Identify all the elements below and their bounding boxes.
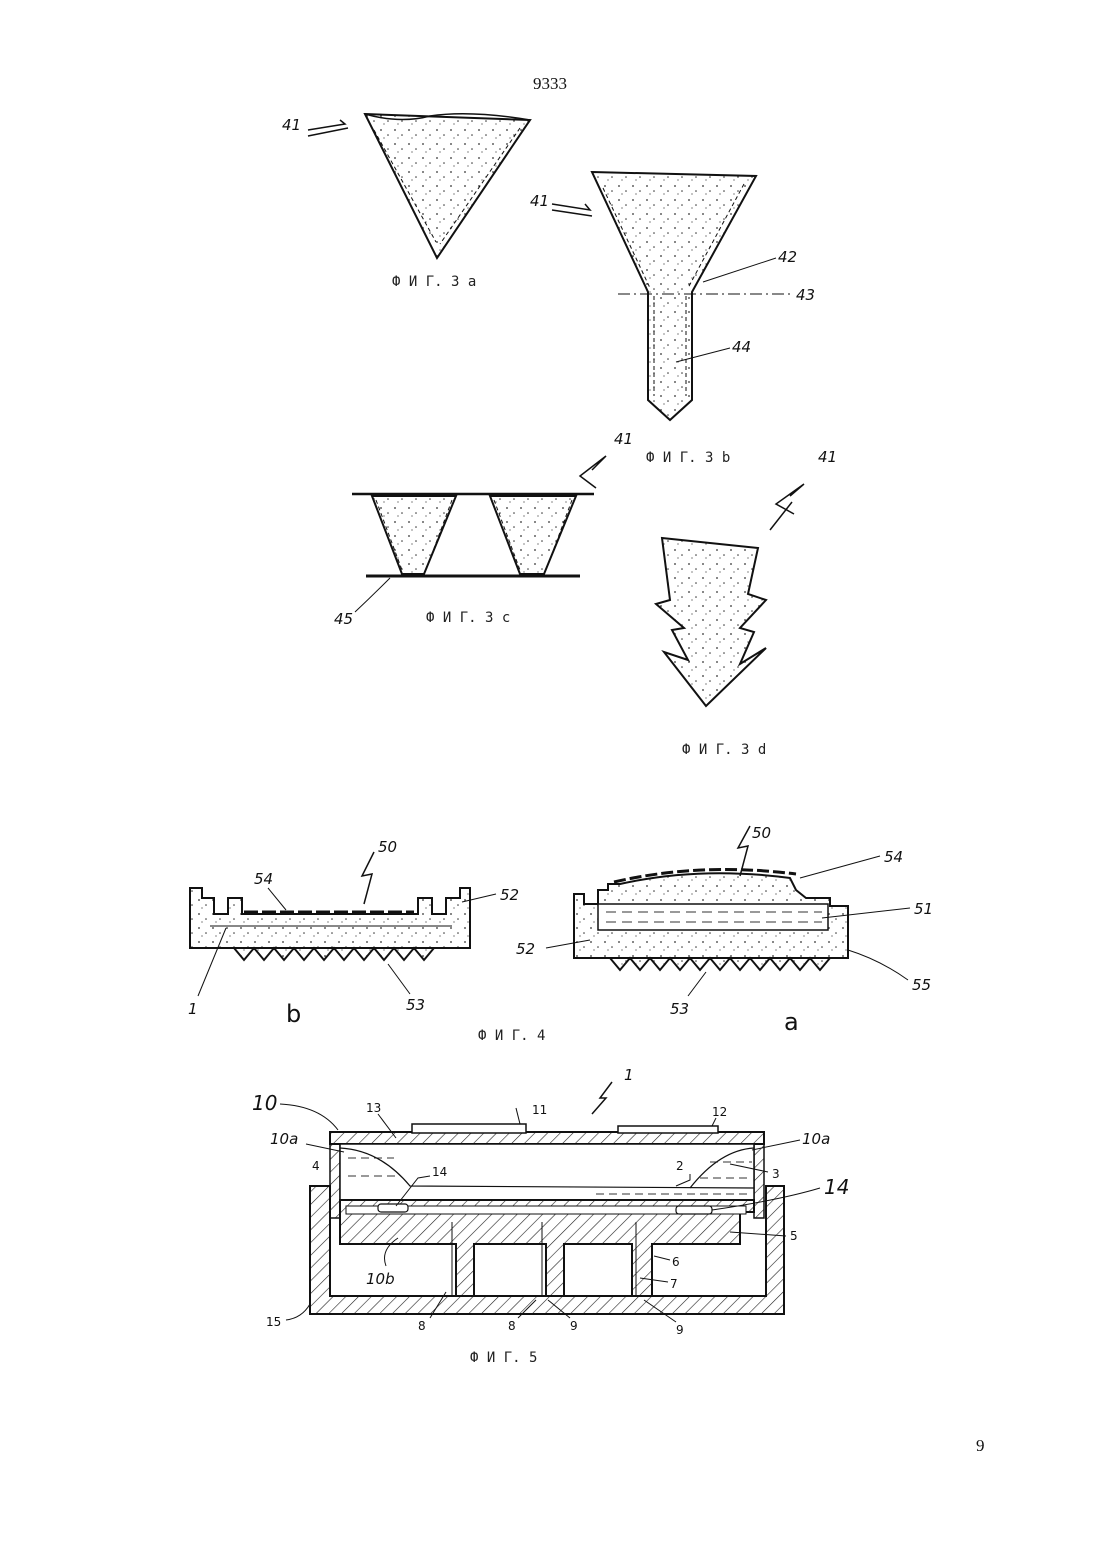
- label-54: 54: [254, 870, 273, 888]
- label-11: 11: [532, 1103, 547, 1117]
- element-12: [618, 1126, 718, 1133]
- label-10: 10: [252, 1091, 277, 1115]
- label-7: 7: [670, 1277, 678, 1291]
- label-54: 54: [884, 848, 903, 866]
- cavity-right: [490, 496, 576, 574]
- figure-3b: 41 42 43 44 Ф И Г. 3 b: [530, 172, 815, 466]
- label-52: 52: [516, 940, 535, 958]
- label-6: 6: [672, 1255, 680, 1269]
- element-14-right: [676, 1206, 712, 1214]
- figure-3d: 41 Ф И Г. 3 d: [656, 448, 837, 758]
- label-41: 41: [282, 116, 301, 134]
- label-44: 44: [732, 338, 751, 356]
- label-4: 4: [312, 1159, 320, 1173]
- figure-3b-caption: Ф И Г. 3 b: [646, 450, 730, 466]
- label-45: 45: [334, 610, 353, 628]
- funnel-shape: [592, 172, 756, 420]
- cavity-left: [372, 496, 456, 574]
- label-1: 1: [188, 1000, 198, 1018]
- label-50: 50: [752, 824, 771, 842]
- figure-3a: 41 Ф И Г. 3 а: [282, 114, 530, 290]
- label-8-mid: 8: [508, 1319, 516, 1333]
- arrow-icon: [776, 484, 804, 514]
- label-41: 41: [530, 192, 549, 210]
- element-14-left: [378, 1204, 408, 1212]
- label-3: 3: [772, 1167, 780, 1181]
- label-8-left: 8: [418, 1319, 426, 1333]
- figure-3c-caption: Ф И Г. 3 с: [426, 610, 510, 626]
- part-letter-b: b: [286, 1000, 301, 1028]
- label-51: 51: [914, 900, 933, 918]
- part-letter-a: a: [784, 1008, 799, 1036]
- label-53: 53: [406, 996, 425, 1014]
- figure-3a-caption: Ф И Г. 3 а: [392, 274, 476, 290]
- label-10a-left: 10a: [270, 1130, 298, 1148]
- label-12: 12: [712, 1105, 727, 1119]
- label-9-mid: 9: [570, 1319, 578, 1333]
- label-50: 50: [378, 838, 397, 856]
- arrow-icon: [552, 204, 592, 216]
- label-55: 55: [912, 976, 931, 994]
- label-14-right: 14: [824, 1175, 849, 1199]
- figure-4a: 50 54 51 52 55 53 a: [516, 824, 933, 1036]
- label-42: 42: [778, 248, 797, 266]
- label-1: 1: [624, 1066, 634, 1084]
- arrow-icon: [308, 120, 348, 136]
- label-9-right: 9: [676, 1323, 684, 1337]
- figure-4b: 54 50 52 1 53 b: [188, 838, 519, 1028]
- page-number: 9: [976, 1436, 985, 1456]
- label-53: 53: [670, 1000, 689, 1018]
- label-43: 43: [796, 286, 815, 304]
- figure-4-caption: Ф И Г. 4: [478, 1028, 545, 1044]
- label-15: 15: [266, 1315, 281, 1329]
- arrow-shaped-body: [656, 538, 766, 706]
- figure-5-caption: Ф И Г. 5: [470, 1350, 537, 1366]
- cone-shape: [365, 114, 530, 258]
- label-10a-right: 10a: [802, 1130, 830, 1148]
- figure-5: 1 10 13 11 12 10a 10a 4 14 2 3 14 5 6 7 …: [252, 1066, 849, 1337]
- figure-3c: 41 45 Ф И Г. 3 с: [334, 430, 633, 628]
- figure-3d-caption: Ф И Г. 3 d: [682, 742, 766, 758]
- label-13: 13: [366, 1101, 381, 1115]
- cover-10: [330, 1132, 764, 1144]
- label-52: 52: [500, 886, 519, 904]
- label-41: 41: [614, 430, 633, 448]
- label-41: 41: [818, 448, 837, 466]
- label-5: 5: [790, 1229, 798, 1243]
- label-10b: 10b: [366, 1270, 395, 1288]
- label-14-left: 14: [432, 1165, 447, 1179]
- arrow-icon: [580, 456, 606, 488]
- label-2: 2: [676, 1159, 684, 1173]
- element-11: [412, 1124, 526, 1133]
